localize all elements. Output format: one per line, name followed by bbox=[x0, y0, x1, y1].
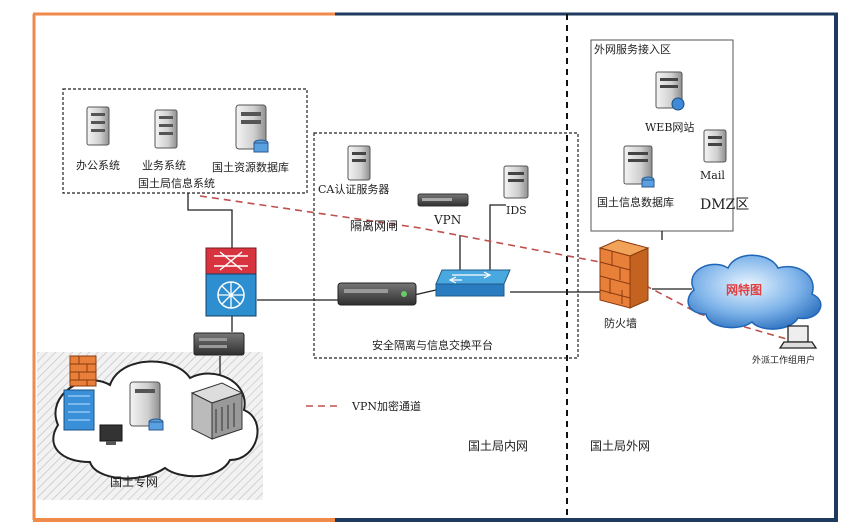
isolation-gateway-label: 隔离网闸 bbox=[350, 219, 399, 233]
remote-user-label: 外派工作组用户 bbox=[752, 356, 816, 366]
land-info-db-label: 国土信息数据库 bbox=[597, 196, 674, 209]
connections bbox=[187, 193, 692, 375]
isolation-gateway-icon bbox=[337, 282, 417, 306]
ids-icon bbox=[503, 165, 529, 199]
vpn-device-icon bbox=[417, 193, 469, 207]
land-private-net-label: 国土专网 bbox=[110, 475, 159, 489]
business-system-label: 业务系统 bbox=[142, 159, 186, 172]
land-resource-db-label: 国土资源数据库 bbox=[212, 161, 289, 174]
web-server-icon bbox=[655, 71, 685, 111]
firewall-icon bbox=[598, 239, 650, 309]
private-server-icon bbox=[129, 381, 164, 431]
office-server-icon bbox=[86, 106, 110, 146]
secure-platform-label: 安全隔离与信息交换平台 bbox=[372, 339, 493, 352]
internet-label: 网特图 bbox=[726, 283, 763, 297]
outer-frame bbox=[32, 12, 838, 522]
mail-label: Mail bbox=[700, 169, 725, 182]
vpn-tunnel-label: VPN加密通道 bbox=[352, 400, 421, 413]
ca-server-icon bbox=[347, 145, 371, 181]
bureau-intranet-label: 国土局内网 bbox=[468, 439, 529, 453]
private-building-icon bbox=[63, 389, 95, 431]
land-info-db-icon bbox=[623, 145, 655, 188]
web-site-label: WEB网站 bbox=[645, 121, 695, 134]
private-firewall-icon bbox=[69, 355, 97, 387]
core-router-icon bbox=[205, 247, 257, 317]
firewall-label: 防火墙 bbox=[604, 317, 637, 330]
private-pc-icon bbox=[99, 424, 123, 445]
vpn-tunnel-line bbox=[199, 195, 791, 341]
ids-label: IDS bbox=[506, 204, 527, 217]
dmz-label: DMZ区 bbox=[700, 197, 750, 213]
mail-server-icon bbox=[703, 129, 727, 163]
internet-cloud-icon bbox=[687, 254, 822, 330]
vpn-label: VPN bbox=[434, 213, 462, 227]
private-storage-icon bbox=[190, 382, 244, 440]
ca-server-label: CA认证服务器 bbox=[318, 183, 390, 196]
business-server-icon bbox=[154, 109, 178, 149]
remote-laptop-icon bbox=[778, 325, 818, 349]
secure-platform-box bbox=[313, 132, 579, 359]
land-resource-db-icon bbox=[235, 104, 269, 153]
office-system-label: 办公系统 bbox=[76, 159, 120, 172]
external-service-zone-label: 外网服务接入区 bbox=[594, 43, 671, 56]
bureau-info-system-box bbox=[62, 88, 308, 194]
rack-device-icon bbox=[193, 332, 245, 356]
bureau-extranet-label: 国土局外网 bbox=[590, 439, 651, 453]
switch-icon bbox=[435, 269, 511, 297]
bureau-info-system-label: 国土局信息系统 bbox=[138, 177, 215, 190]
